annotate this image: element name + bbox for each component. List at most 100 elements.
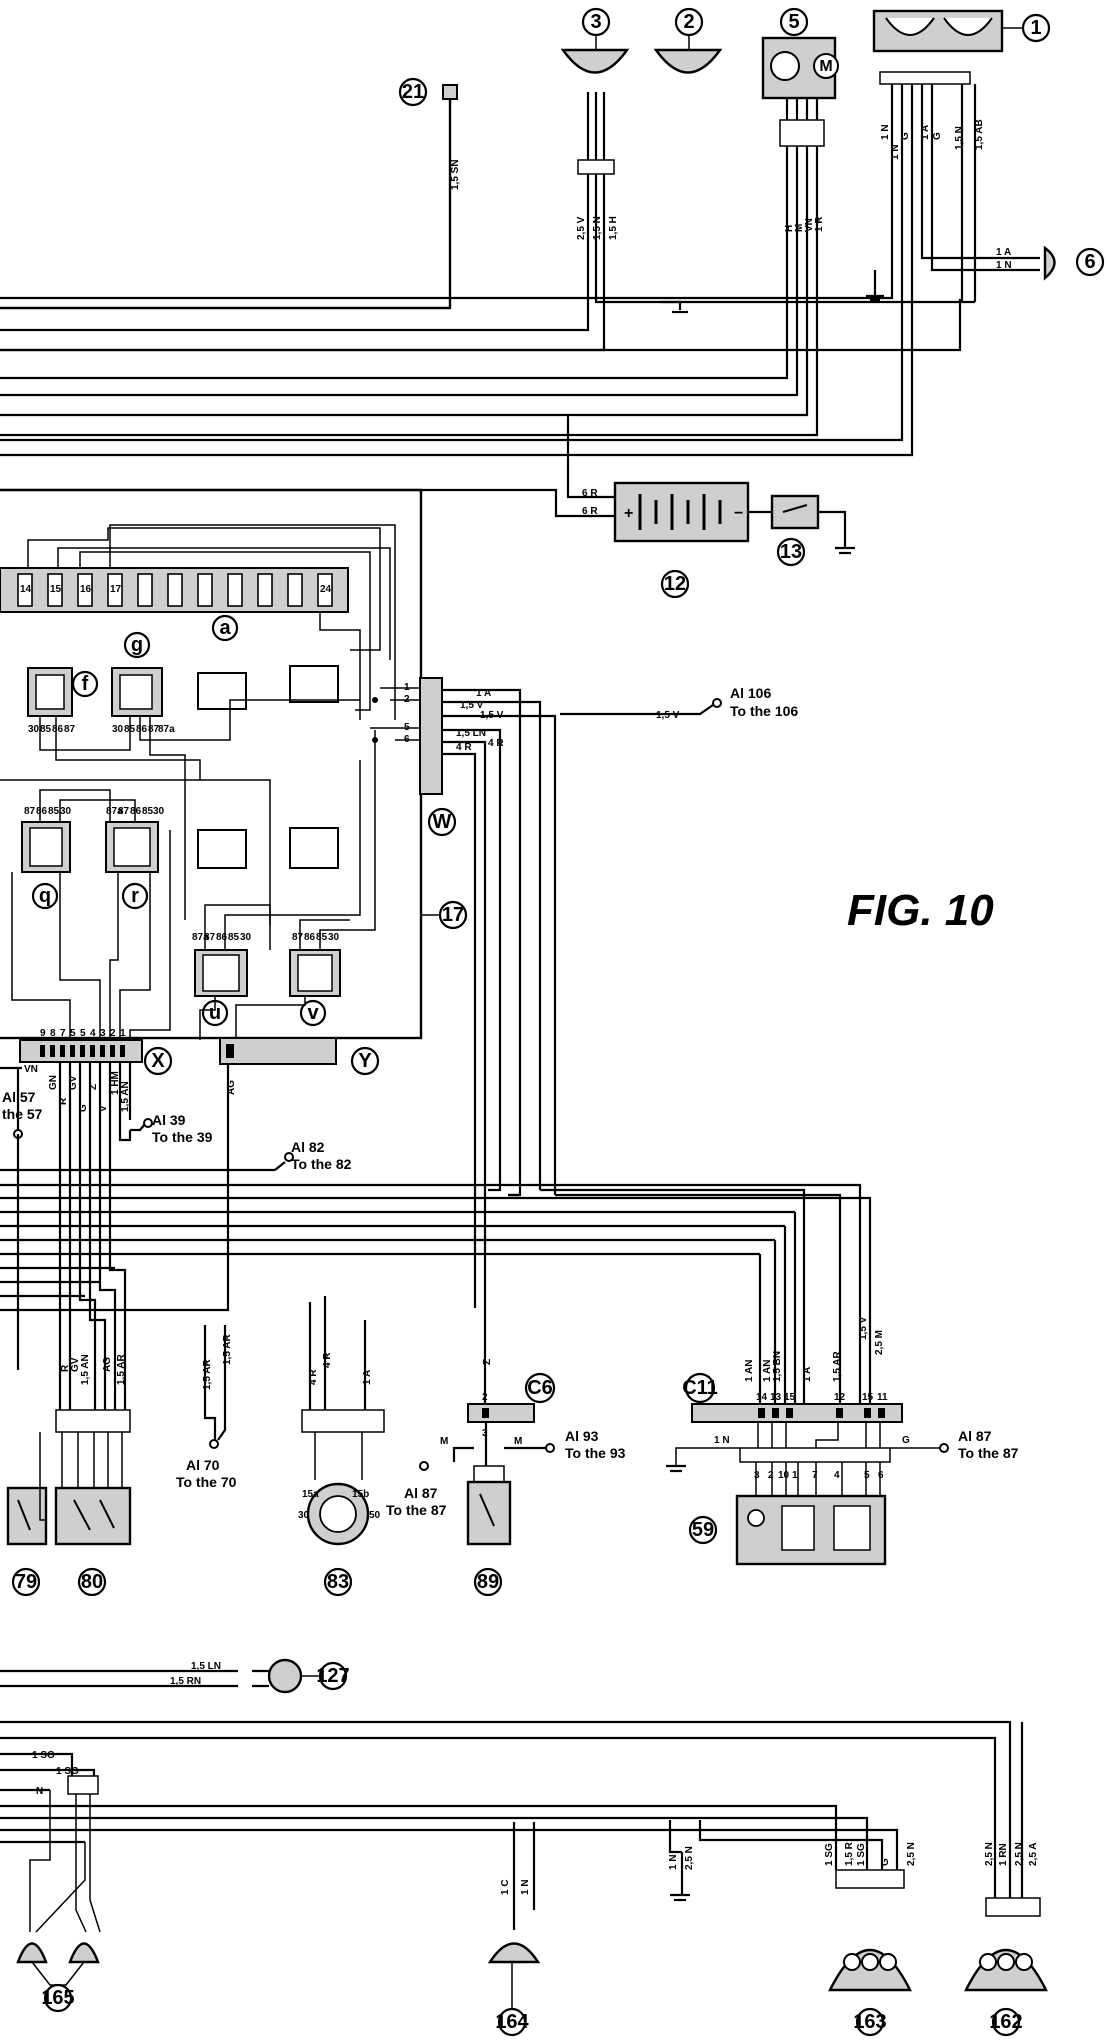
svg-text:1 RN: 1 RN <box>998 1843 1009 1866</box>
svg-text:1,5 AR: 1,5 AR <box>116 1353 127 1385</box>
xref-39-line1: Al 39 <box>152 1112 186 1128</box>
xref-87a-line1: Al 87 <box>404 1485 438 1501</box>
marker-3: 3 <box>590 11 601 33</box>
xref-39-line2: To the 39 <box>152 1129 213 1145</box>
svg-text:H: H <box>784 225 795 232</box>
svg-text:1 R: 1 R <box>814 216 825 232</box>
xref-82-line2: To the 82 <box>291 1156 352 1172</box>
svg-text:24: 24 <box>320 584 332 595</box>
marker-12: 12 <box>664 573 686 595</box>
wire-battery-b <box>0 488 615 518</box>
marker-127: 127 <box>316 1665 349 1687</box>
svg-text:1,5 AN: 1,5 AN <box>120 1081 131 1112</box>
svg-text:12: 12 <box>834 1392 846 1403</box>
svg-text:1 C: 1 C <box>500 1879 511 1895</box>
xref-93-line1: Al 93 <box>565 1428 599 1444</box>
svg-text:1 N: 1 N <box>520 1879 531 1895</box>
svg-text:VN: VN <box>804 218 815 232</box>
connector-C6: C6 2 3 Z <box>467 1359 556 1439</box>
svg-text:1 SG: 1 SG <box>56 1766 79 1777</box>
svg-text:16: 16 <box>80 584 92 595</box>
top-wire-labels: 1,5 SN 2,5 V 1,5 N 1,5 H H M VN 1 R 1 N … <box>450 119 1012 271</box>
svg-text:1,5 R: 1,5 R <box>844 1841 855 1866</box>
svg-text:1 N: 1 N <box>714 1435 730 1446</box>
svg-text:1 N: 1 N <box>668 1854 679 1870</box>
svg-text:15b: 15b <box>352 1489 369 1500</box>
svg-text:7: 7 <box>60 1028 66 1039</box>
svg-text:86: 86 <box>130 806 142 817</box>
xref-93-line2: To the 93 <box>565 1445 626 1461</box>
svg-text:1,5 H: 1,5 H <box>608 216 619 240</box>
svg-text:R: R <box>58 1097 69 1105</box>
svg-text:10: 10 <box>778 1470 790 1481</box>
svg-text:1 SG: 1 SG <box>32 1750 55 1761</box>
svg-text:G: G <box>900 132 911 140</box>
svg-text:8: 8 <box>50 1028 56 1039</box>
svg-text:1,5 V: 1,5 V <box>858 1316 869 1340</box>
svg-text:1,5 RN: 1,5 RN <box>170 1676 201 1687</box>
svg-text:1 AN: 1 AN <box>744 1360 755 1382</box>
component-127-connector: 127 1,5 LN 1,5 RN <box>0 1658 350 1694</box>
svg-text:85: 85 <box>40 724 52 735</box>
relay-letter-v: v <box>307 1002 319 1024</box>
svg-text:Z: Z <box>88 1084 99 1090</box>
xref-106-line2: To the 106 <box>730 703 798 719</box>
xref-57-line2: the 57 <box>2 1106 43 1122</box>
marker-162: 162 <box>989 2011 1022 2033</box>
figure-title: FIG. 10 <box>847 886 994 935</box>
svg-text:1 A: 1 A <box>362 1370 373 1385</box>
marker-89: 89 <box>477 1571 499 1593</box>
component-5-wiper-motor: M 5 <box>761 7 839 100</box>
svg-text:1,5 BN: 1,5 BN <box>772 1351 783 1382</box>
svg-text:85: 85 <box>228 932 240 943</box>
component-165-lamps: 165 <box>16 1775 101 2013</box>
svg-text:14: 14 <box>756 1392 768 1403</box>
svg-text:1,5 SN: 1,5 SN <box>450 159 461 190</box>
xref-82-line1: Al 82 <box>291 1139 325 1155</box>
component-1-headlamp: 1 <box>872 9 1051 85</box>
svg-text:G: G <box>902 1435 910 1446</box>
svg-text:5: 5 <box>70 1028 76 1039</box>
svg-text:1 N: 1 N <box>996 260 1012 271</box>
motor-symbol: M <box>819 58 832 75</box>
component-59-relay-unit: 59 3 2 10 1 7 4 5 6 1 N G <box>666 1422 949 1566</box>
svg-text:2: 2 <box>768 1470 774 1481</box>
svg-text:15: 15 <box>50 584 62 595</box>
svg-text:50: 50 <box>369 1510 381 1521</box>
svg-text:2,5 N: 2,5 N <box>984 1842 995 1866</box>
marker-59: 59 <box>692 1519 714 1541</box>
svg-text:3: 3 <box>100 1028 106 1039</box>
bottom-wiring: 1 SG 1 SG N 1 C 1 N 1 N 2,5 N 1 SG 1,5 R… <box>0 1720 1039 1910</box>
svg-text:1 N: 1 N <box>890 144 901 160</box>
svg-text:87a: 87a <box>158 724 175 735</box>
svg-text:1 SG: 1 SG <box>824 1843 835 1866</box>
svg-text:5: 5 <box>864 1470 870 1481</box>
component-83-ignition: 83 4 R 4 R 1 A 15a 15b 30 50 <box>298 1296 385 1597</box>
svg-text:1 AN: 1 AN <box>762 1360 773 1382</box>
svg-text:4 R: 4 R <box>456 742 472 753</box>
svg-text:85: 85 <box>142 806 154 817</box>
svg-text:87: 87 <box>204 932 216 943</box>
svg-text:6 R: 6 R <box>582 506 598 517</box>
marker-79: 79 <box>15 1571 37 1593</box>
component-3-lamp: 3 <box>560 7 630 74</box>
svg-text:+: + <box>624 505 633 522</box>
svg-text:G: G <box>932 132 943 140</box>
svg-text:85: 85 <box>48 806 60 817</box>
svg-text:87a: 87a <box>192 932 209 943</box>
component-21-switch: 21 <box>398 77 458 107</box>
xref-70-line2: To the 70 <box>176 1474 237 1490</box>
xref-70-line1: Al 70 <box>186 1457 220 1473</box>
svg-text:85: 85 <box>316 932 328 943</box>
svg-text:7: 7 <box>812 1470 818 1481</box>
svg-text:1 A: 1 A <box>476 688 491 699</box>
svg-text:2,5 A: 2,5 A <box>1028 1842 1039 1866</box>
svg-text:6: 6 <box>878 1470 884 1481</box>
connector-code-C11: C11 <box>682 1377 718 1399</box>
relay-letter-q: q <box>39 885 51 907</box>
xref-87b-line1: Al 87 <box>958 1428 992 1444</box>
connector-letter-X: X <box>151 1050 165 1072</box>
component-163-lamp-cluster: 163 <box>828 1869 912 2037</box>
svg-text:GV: GV <box>70 1357 81 1372</box>
svg-text:86: 86 <box>304 932 316 943</box>
